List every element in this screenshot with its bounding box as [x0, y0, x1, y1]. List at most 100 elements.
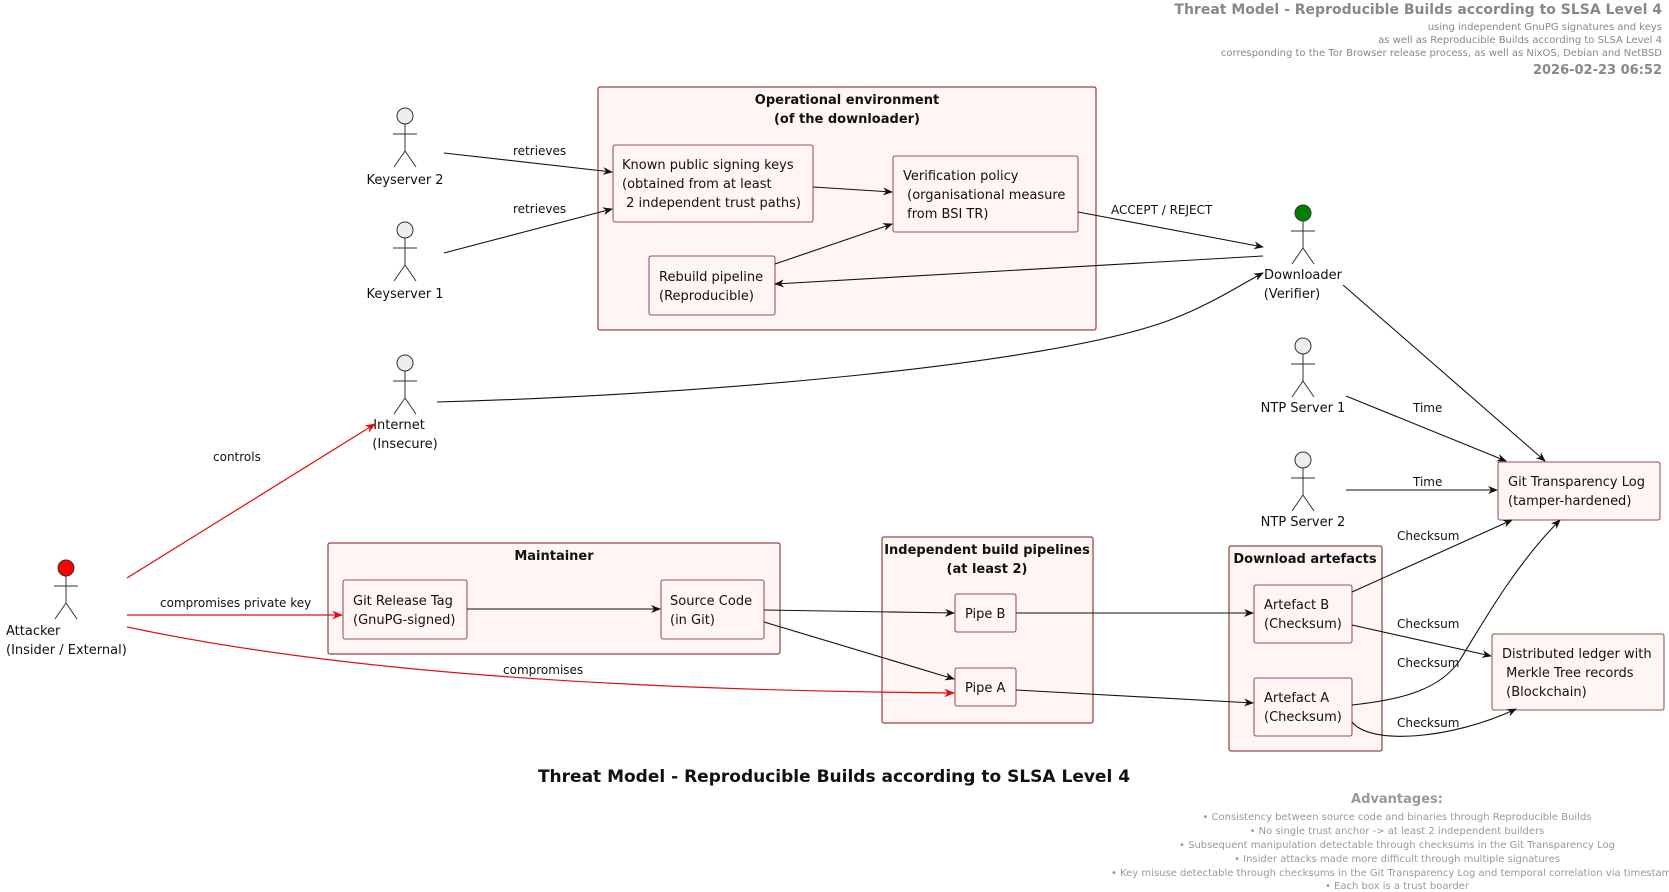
- edge-arta-ledger: [1351, 708, 1517, 737]
- node-git-transparency-log: Git Transparency Log (tamper-hardened): [1497, 461, 1661, 521]
- advantages-item: • Insider attacks made more difficult th…: [1234, 854, 1560, 865]
- actor-label: (Insider / External): [6, 643, 127, 658]
- edge-arta-gitlog: [1351, 519, 1561, 706]
- node-label: (Reproducible): [659, 289, 754, 304]
- edge-attacker-pipea: [126, 626, 956, 698]
- group-subtitle: (at least 2): [947, 562, 1028, 577]
- edge-label: Checksum: [1397, 617, 1459, 631]
- edge-label: compromises: [503, 663, 583, 677]
- node-label: (in Git): [670, 613, 715, 628]
- actor-label: Internet: [373, 418, 425, 433]
- edge-artb-ledger: [1351, 624, 1492, 658]
- actor-internet: Internet (Insecure): [372, 354, 438, 452]
- node-rebuild-pipeline: Rebuild pipeline (Reproducible): [648, 255, 776, 316]
- edge-downloader-rebuild: [774, 255, 1264, 288]
- actor-keyserver-1: Keyserver 1: [366, 221, 444, 302]
- node-label: (Checksum): [1264, 710, 1342, 725]
- node-label: Git Transparency Log: [1508, 475, 1645, 490]
- actor-label: Attacker: [6, 624, 61, 639]
- node-known-public-keys: Known public signing keys (obtained from…: [612, 144, 814, 223]
- header-line: corresponding to the Tor Browser release…: [1221, 48, 1662, 59]
- node-pipe-a: Pipe A: [954, 667, 1017, 707]
- node-source-code: Source Code (in Git): [660, 579, 765, 640]
- edge-source-pipeb: [763, 608, 955, 617]
- node-label: (Checksum): [1264, 617, 1342, 632]
- node-label: Pipe A: [965, 681, 1006, 696]
- group-subtitle: (of the downloader): [774, 112, 920, 127]
- edge-pipea-arta: [1015, 689, 1254, 707]
- node-label: Source Code: [670, 594, 752, 609]
- edge-label: Checksum: [1397, 716, 1459, 730]
- header-title: Threat Model - Reproducible Builds accor…: [1174, 2, 1662, 18]
- node-label: (organisational measure: [903, 188, 1065, 203]
- actor-label: Downloader: [1264, 268, 1343, 283]
- edge-label: Time: [1412, 475, 1442, 489]
- node-label: (Blockchain): [1502, 685, 1587, 700]
- header-date: 2026-02-23 06:52: [1533, 63, 1662, 78]
- edge-label: compromises private key: [160, 596, 311, 610]
- advantages-legend: Advantages: • Consistency between source…: [1111, 792, 1669, 892]
- actor-ntp-server-2: NTP Server 2: [1261, 451, 1346, 530]
- node-label: Rebuild pipeline: [659, 270, 763, 285]
- group-title: Operational environment: [755, 93, 939, 108]
- actor-label: NTP Server 2: [1261, 515, 1346, 530]
- actor-attacker: Attacker (Insider / External): [6, 559, 127, 658]
- node-pipe-b: Pipe B: [954, 593, 1017, 633]
- edge-label: Checksum: [1397, 656, 1459, 670]
- node-label: (GnuPG-signed): [353, 613, 455, 628]
- node-artefact-b: Artefact B (Checksum): [1253, 584, 1353, 644]
- node-artefact-a: Artefact A (Checksum): [1253, 677, 1353, 737]
- advantages-item: • Key misuse detectable through checksum…: [1111, 868, 1669, 879]
- node-distributed-ledger: Distributed ledger with Merkle Tree reco…: [1491, 633, 1665, 711]
- node-verification-policy: Verification policy (organisational meas…: [892, 155, 1079, 233]
- node-label: (tamper-hardened): [1508, 494, 1631, 509]
- node-label: Known public signing keys: [622, 158, 794, 173]
- edge-source-pipea: [763, 621, 955, 681]
- diagram-caption: Threat Model - Reproducible Builds accor…: [538, 767, 1130, 787]
- edge-attacker-internet: [126, 423, 376, 579]
- node-label: Pipe B: [965, 607, 1005, 622]
- actor-label: NTP Server 1: [1261, 401, 1346, 416]
- edges: retrieves retrieves ACCEPT / REJECT Time…: [126, 144, 1561, 737]
- edge-keys-policy: [812, 186, 893, 196]
- header-line: as well as Reproducible Builds according…: [1378, 35, 1662, 46]
- node-label: Artefact B: [1264, 598, 1329, 613]
- actor-label: (Verifier): [1264, 287, 1321, 302]
- actor-keyserver-2: Keyserver 2: [366, 107, 444, 188]
- edge-label: controls: [213, 450, 261, 464]
- advantages-title: Advantages:: [1351, 792, 1443, 807]
- edge-policy-downloader: [1077, 211, 1264, 250]
- node-label: 2 independent trust paths): [622, 196, 801, 211]
- group-title: Maintainer: [514, 549, 594, 564]
- actor-label: Keyserver 1: [366, 287, 443, 302]
- edge-ks1-keys: [443, 207, 613, 254]
- header-line: using independent GnuPG signatures and k…: [1428, 22, 1662, 33]
- edge-ntp1-gitlog: [1345, 395, 1507, 462]
- actor-ntp-server-1: NTP Server 1: [1261, 337, 1346, 416]
- edge-ks2-keys: [443, 152, 613, 175]
- advantages-item: • Each box is a trust boarder: [1325, 881, 1470, 892]
- edge-label: retrieves: [513, 144, 566, 158]
- group-title: Independent build pipelines: [884, 543, 1090, 558]
- node-label: Artefact A: [1264, 691, 1329, 706]
- node-label: (obtained from at least: [622, 177, 772, 192]
- edge-label: retrieves: [513, 202, 566, 216]
- actor-label: Keyserver 2: [366, 173, 443, 188]
- edge-artb-gitlog: [1351, 519, 1513, 593]
- header: Threat Model - Reproducible Builds accor…: [1174, 2, 1662, 78]
- node-label: Verification policy: [903, 169, 1019, 184]
- node-label: Git Release Tag: [353, 594, 453, 609]
- advantages-item: • Consistency between source code and bi…: [1202, 812, 1591, 823]
- edge-rebuild-policy: [774, 223, 893, 265]
- edge-internet-downloader: [436, 272, 1264, 403]
- actor-label: (Insecure): [372, 437, 437, 452]
- edge-label: Checksum: [1397, 529, 1459, 543]
- edge-label: Time: [1412, 401, 1442, 415]
- node-label: Distributed ledger with: [1502, 647, 1652, 662]
- node-label: from BSI TR): [903, 207, 988, 222]
- advantages-item: • No single trust anchor -> at least 2 i…: [1250, 826, 1545, 837]
- edge-downloader-gitlog: [1342, 284, 1546, 462]
- node-label: Merkle Tree records: [1502, 666, 1634, 681]
- node-git-release-tag: Git Release Tag (GnuPG-signed): [342, 579, 468, 640]
